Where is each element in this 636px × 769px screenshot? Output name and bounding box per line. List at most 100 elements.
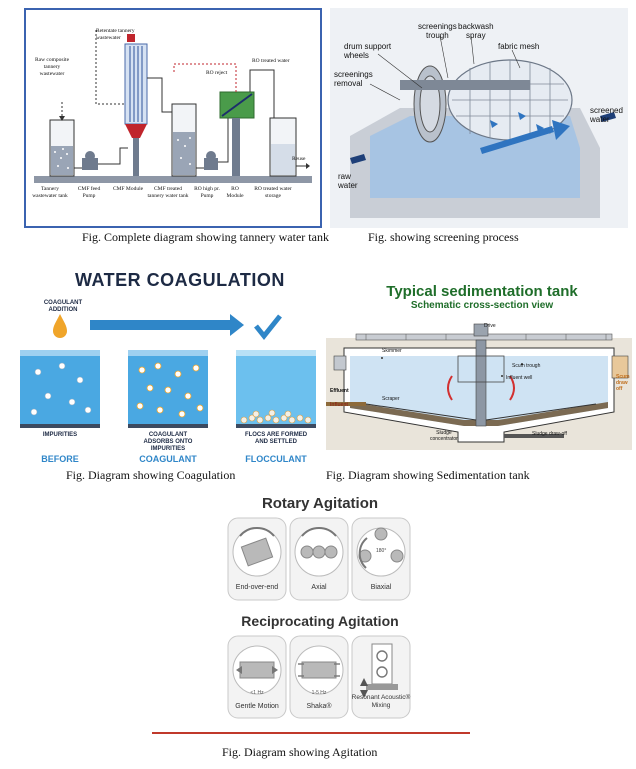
rotary-agitation-icons: [227, 517, 411, 601]
label-line: screenings: [334, 70, 373, 79]
tannery-raw-line: tannery: [43, 64, 61, 70]
label-line: Scum: [616, 374, 630, 380]
agitation-rotary-title: Rotary Agitation: [261, 495, 379, 512]
label-line: draw: [616, 380, 628, 386]
recip-freq-1: <1 Hz: [250, 690, 264, 696]
coagulation-title: WATER COAGULATION: [75, 270, 285, 290]
recip-freq-2: 1-5 Hz: [311, 690, 327, 696]
sed-effluent-label: Effluent: [330, 388, 349, 394]
label-line: raw: [338, 172, 351, 181]
label-line: Pump: [200, 193, 214, 199]
label-line: ADSORBS ONTO IMPURITIES: [143, 439, 193, 452]
tannery-retentate-line: Retentate tannery: [96, 28, 135, 34]
screening-fabric-label: fabric mesh: [498, 42, 540, 51]
caption-screening: Fig. showing screening process: [368, 230, 519, 244]
label-line: screenings: [418, 22, 457, 31]
label-line: drum support: [344, 42, 392, 51]
screening-trough-label: screenings trough: [418, 22, 457, 40]
tannery-label-ro-pump: RO high pr.Pump: [192, 186, 222, 200]
screening-backwash-label: backwash spray: [458, 22, 494, 40]
label-line: CMF feed: [77, 186, 101, 192]
sed-sludge-conc-label: Sludge concentrator: [430, 430, 458, 442]
coagulation-diagram: [20, 314, 316, 428]
recip-label-3: Resonant Acoustic® Mixing: [351, 694, 411, 709]
label-line: storage: [265, 193, 281, 199]
label-line: COAGULANT: [148, 432, 188, 438]
label-line: Sludge: [436, 430, 452, 436]
caption-sedimentation: Fig. Diagram showing Sedimentation tank: [326, 468, 530, 482]
figure-coagulation: [18, 310, 318, 440]
rotary-label-3: Biaxial: [370, 584, 392, 591]
sed-scum-drawoff-label: Scum draw off: [616, 374, 630, 392]
figure-sedimentation: [326, 316, 632, 450]
coag-panel-3-desc: FLOCS ARE FORMED AND SETTLED: [236, 432, 316, 446]
recip-label-1: Gentle Motion: [235, 703, 279, 710]
tannery-ro-reject-label: RO reject: [206, 70, 228, 76]
label-line: Tannery: [41, 186, 59, 192]
tannery-label-cmf-module: CMF Module: [110, 186, 146, 193]
coagulant-drop-icon: [53, 314, 67, 338]
sedimentation-subtitle: Schematic cross-section view: [410, 300, 554, 311]
sedimentation-title: Typical sedimentation tank: [386, 283, 578, 300]
label-line: spray: [466, 31, 486, 40]
coag-stage-flocculant: FLOCCULANT: [245, 454, 307, 464]
agitation-reciprocating-title: Reciprocating Agitation: [241, 613, 399, 629]
tannery-raw-label: Raw composite tannery wastewater: [30, 57, 74, 78]
tannery-diagram: [24, 8, 322, 228]
sed-scum-trough-label: Scum trough: [512, 363, 541, 369]
screening-drum-support-label: drum support wheels: [344, 42, 391, 60]
label-line: removal: [334, 79, 363, 88]
sed-drive-label: Drive: [484, 323, 496, 329]
sed-scraper-label: Scraper: [382, 396, 400, 402]
sed-skimmer-label: Skimmer: [382, 348, 402, 354]
screening-diagram: [330, 8, 628, 228]
label-line: wheels: [344, 51, 369, 60]
label-line: water: [338, 181, 358, 190]
coag-panel-2-desc: COAGULANT ADSORBS ONTO IMPURITIES: [128, 432, 208, 453]
figure-tannery: [24, 8, 322, 228]
tannery-retentate-label: Retentate tannery wastewater: [96, 28, 135, 42]
sedimentation-diagram: [326, 323, 632, 450]
label-line: water: [590, 115, 610, 124]
tannery-reuse-label: Reuse: [292, 156, 306, 162]
label-line: tannery water tank: [147, 193, 189, 199]
check-icon: [254, 314, 282, 341]
label-line: backwash: [458, 22, 494, 31]
rotary-label-1: End-over-end: [235, 584, 279, 591]
agitation-divider: [152, 732, 470, 734]
label-line: concentrator: [430, 436, 458, 442]
coag-stage-coagulant: COAGULANT: [139, 454, 197, 464]
tannery-ro-treated-label: RO treated water: [252, 58, 290, 64]
figure-agitation-reciprocating: [226, 634, 412, 720]
tannery-retentate-line: wastewater: [96, 35, 121, 41]
sed-influent-well-label: Influent well: [506, 375, 533, 381]
label-line: FLOCS ARE FORMED: [244, 432, 308, 438]
figure-agitation-rotary: [226, 516, 412, 602]
label-line: CMF treated: [154, 186, 182, 192]
tannery-raw-line: Raw composite: [34, 57, 70, 63]
caption-coagulation: Fig. Diagram showing Coagulation: [66, 468, 236, 482]
screening-screened-label: screened water: [590, 106, 623, 124]
sed-influent-label: Influent: [330, 402, 349, 408]
label-line: trough: [426, 31, 449, 40]
label-line: Module: [226, 193, 244, 199]
agitation-angle: 180°: [376, 548, 387, 554]
sed-sludge-drawoff-label: Sludge draw-off: [532, 431, 567, 437]
coagulant-addition-label: COAGULANT ADDITION: [38, 300, 88, 314]
label-line: Pump: [82, 193, 96, 199]
label-line: CMF Module: [112, 186, 144, 192]
coag-panel-1-desc: IMPURITIES: [20, 432, 100, 439]
figure-screening: [330, 8, 628, 228]
caption-tannery: Fig. Complete diagram showing tannery wa…: [82, 230, 329, 244]
label-line: IMPURITIES: [42, 432, 78, 438]
tannery-raw-line: wastewater: [39, 71, 65, 77]
label-line: ADDITION: [48, 307, 78, 313]
label-line: RO high pr.: [194, 186, 220, 192]
caption-agitation: Fig. Diagram showing Agitation: [222, 745, 378, 759]
label-line: RO: [231, 186, 239, 192]
